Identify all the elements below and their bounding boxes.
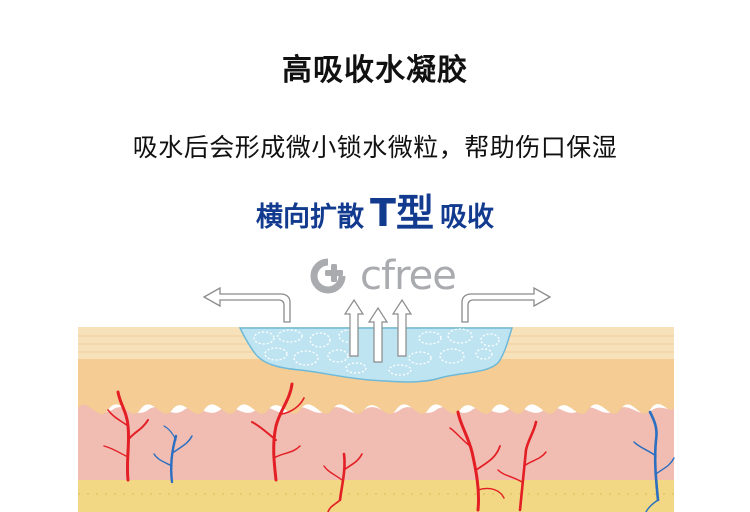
dermis-layer <box>78 403 674 480</box>
up-arrow-center <box>367 306 389 363</box>
highlight-suffix: 吸收 <box>439 202 494 233</box>
highlight-prefix: 横向扩散 <box>256 202 365 233</box>
brand-name: cfree <box>360 253 457 299</box>
cross-c-logo-icon <box>310 258 346 294</box>
epidermis-layer <box>78 356 674 415</box>
up-arrow-left <box>343 298 365 357</box>
description-subtitle: 吸水后会形成微小锁水微粒，帮助伤口保湿 <box>132 133 618 162</box>
skin-layer-illustration <box>78 286 675 512</box>
veins <box>153 410 675 512</box>
right-spread-arrow <box>461 286 552 323</box>
left-spread-arrow <box>202 286 291 323</box>
highlight-t-shape: T型 <box>370 191 434 235</box>
gel-particles <box>253 328 500 376</box>
up-arrow-right <box>391 298 413 357</box>
brand-logo: cfree <box>308 252 457 300</box>
headline-title: 高吸收水凝胶 <box>282 53 468 88</box>
arteries <box>103 382 547 512</box>
